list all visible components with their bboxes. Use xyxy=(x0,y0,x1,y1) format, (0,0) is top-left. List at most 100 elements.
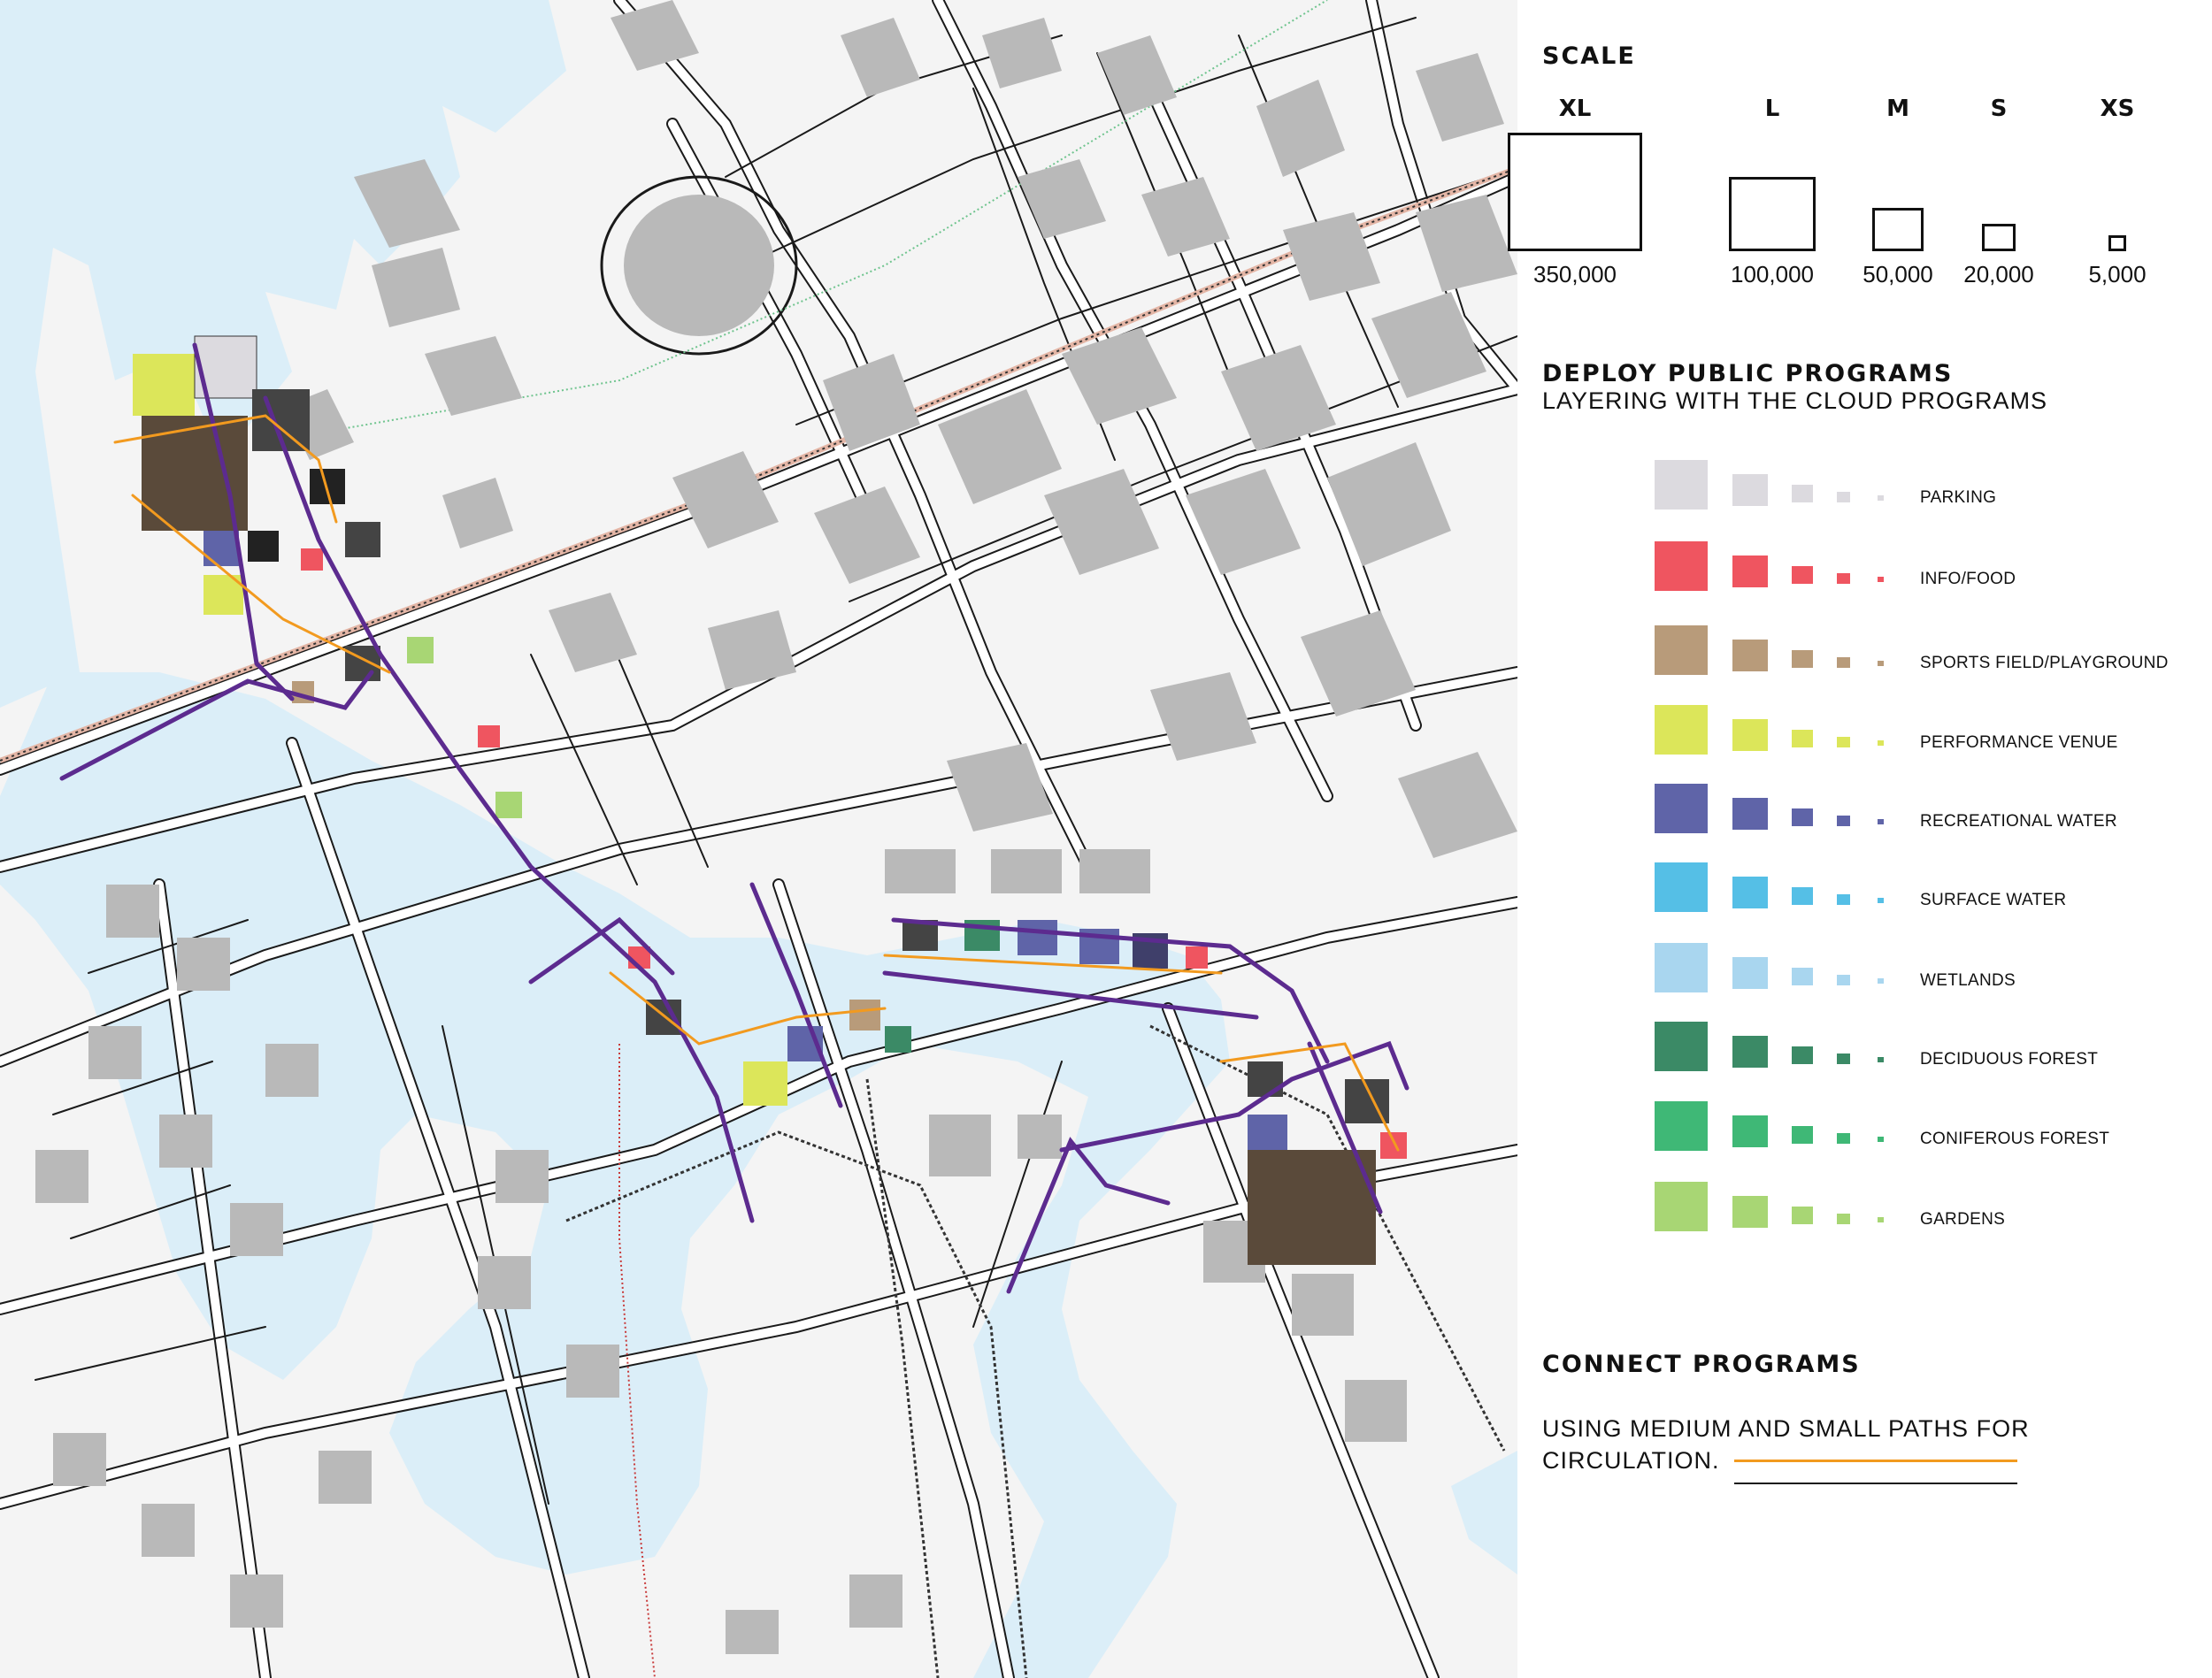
swatch-l xyxy=(1732,556,1768,587)
legend-row-wetlands: WETLANDS xyxy=(1655,943,2203,996)
swatch-xs xyxy=(1878,819,1884,824)
legend-row-surface-water: SURFACE WATER xyxy=(1655,862,2203,916)
swatch-xs xyxy=(1878,1057,1884,1062)
legend-row-coniferous-forest: CONIFEROUS FOREST xyxy=(1655,1101,2203,1154)
legend-label: RECREATIONAL WATER xyxy=(1920,812,2117,831)
connect-line-1: USING MEDIUM AND SMALL PATHS FOR xyxy=(1542,1415,2030,1442)
river xyxy=(0,672,1230,1678)
scale-heading: SCALE xyxy=(1542,42,1636,70)
swatch-xl xyxy=(1655,1182,1708,1231)
legend-label: WETLANDS xyxy=(1920,971,2016,990)
legend-label: INFO/FOOD xyxy=(1920,570,2016,588)
swatch-m xyxy=(1792,968,1813,985)
swatch-l xyxy=(1732,957,1768,989)
legend-row-sports-field: SPORTS FIELD/PLAYGROUND xyxy=(1655,625,2203,678)
swatch-s xyxy=(1837,737,1850,747)
scale-box-xl xyxy=(1508,133,1642,251)
legend-label: PARKING xyxy=(1920,488,1997,507)
scale-box-s xyxy=(1982,224,2016,251)
scale-value: 20,000 xyxy=(1963,261,2034,287)
deploy-subheading: LAYERING WITH THE CLOUD PROGRAMS xyxy=(1542,387,2048,414)
small-path-line xyxy=(1734,1483,2017,1484)
swatch-xl xyxy=(1655,625,1708,675)
scale-code: S xyxy=(1990,96,2008,122)
legend-label: DECIDUOUS FOREST xyxy=(1920,1050,2099,1069)
estuary-east xyxy=(1451,1451,1517,1575)
connect-line-2: CIRCULATION. xyxy=(1542,1447,1720,1474)
legend-row-recreational-water: RECREATIONAL WATER xyxy=(1655,784,2203,837)
stadium-ring xyxy=(600,175,798,356)
swatch-m xyxy=(1792,1126,1813,1144)
swatch-l xyxy=(1732,1036,1768,1068)
swatch-s xyxy=(1837,492,1850,502)
swatch-s xyxy=(1837,657,1850,668)
swatch-m xyxy=(1792,887,1813,905)
site-map[interactable] xyxy=(0,0,1517,1678)
swatch-xs xyxy=(1878,661,1884,666)
swatch-xl xyxy=(1655,460,1708,510)
legend-label: SPORTS FIELD/PLAYGROUND xyxy=(1920,654,2169,672)
stadium xyxy=(624,195,774,336)
swatch-s xyxy=(1837,1133,1850,1144)
medium-path-line xyxy=(1734,1460,2017,1462)
swatch-xl xyxy=(1655,784,1708,833)
scale-value: 100,000 xyxy=(1731,261,1814,287)
swatch-m xyxy=(1792,1046,1813,1064)
connect-heading: CONNECT PROGRAMS xyxy=(1542,1351,1861,1378)
swatch-l xyxy=(1732,1196,1768,1228)
legend-label: CONIFEROUS FOREST xyxy=(1920,1130,2110,1148)
swatch-xs xyxy=(1878,740,1884,746)
swatch-s xyxy=(1837,816,1850,826)
legend-label: GARDENS xyxy=(1920,1210,2006,1229)
scale-value: 350,000 xyxy=(1533,261,1617,287)
swatch-l xyxy=(1732,640,1768,671)
swatch-m xyxy=(1792,730,1813,747)
legend-row-info-food: INFO/FOOD xyxy=(1655,541,2203,594)
swatch-xl xyxy=(1655,541,1708,591)
swatch-xs xyxy=(1878,1137,1884,1142)
scale-box-m xyxy=(1872,208,1924,251)
scale-code: M xyxy=(1886,96,1909,122)
legend-row-gardens: GARDENS xyxy=(1655,1182,2203,1235)
swatch-l xyxy=(1732,1115,1768,1147)
buildings xyxy=(35,0,1517,1654)
legend-label: SURFACE WATER xyxy=(1920,891,2067,909)
legend-row-performance-venue: PERFORMANCE VENUE xyxy=(1655,705,2203,758)
swatch-s xyxy=(1837,573,1850,584)
program-paths xyxy=(59,342,1409,1294)
swatch-l xyxy=(1732,719,1768,751)
swatch-s xyxy=(1837,894,1850,905)
scale-value: 5,000 xyxy=(2088,261,2147,287)
rail-lines xyxy=(0,0,1517,1678)
swatch-m xyxy=(1792,650,1813,668)
swatch-s xyxy=(1837,1214,1850,1224)
scale-value: 50,000 xyxy=(1863,261,1933,287)
swatch-l xyxy=(1732,798,1768,830)
swatch-m xyxy=(1792,808,1813,826)
swatch-xl xyxy=(1655,862,1708,912)
legend-row-parking: PARKING xyxy=(1655,460,2203,513)
swatch-xs xyxy=(1878,495,1884,501)
swatch-xs xyxy=(1878,577,1884,582)
scale-code: XL xyxy=(1558,96,1592,122)
swatch-xs xyxy=(1878,1217,1884,1222)
swatch-l xyxy=(1732,474,1768,506)
swatch-xl xyxy=(1655,1022,1708,1071)
scale-code: XS xyxy=(2100,96,2135,122)
swatch-xl xyxy=(1655,943,1708,992)
swatch-xl xyxy=(1655,1101,1708,1151)
swatch-xs xyxy=(1878,978,1884,984)
scale-box-xs xyxy=(2108,235,2126,251)
swatch-xl xyxy=(1655,705,1708,755)
legend-panel: SCALE XL 350,000 L 100,000 M 50,000 S 20… xyxy=(1508,0,2212,1678)
swatch-m xyxy=(1792,566,1813,584)
swatch-l xyxy=(1732,877,1768,908)
legend-row-deciduous-forest: DECIDUOUS FOREST xyxy=(1655,1022,2203,1075)
deploy-heading: DEPLOY PUBLIC PROGRAMS xyxy=(1542,360,1954,387)
swatch-s xyxy=(1837,975,1850,985)
scale-box-l xyxy=(1729,177,1816,251)
site-map-svg xyxy=(0,0,1517,1678)
swatch-m xyxy=(1792,1207,1813,1224)
legend-label: PERFORMANCE VENUE xyxy=(1920,733,2118,752)
swatch-xs xyxy=(1878,898,1884,903)
